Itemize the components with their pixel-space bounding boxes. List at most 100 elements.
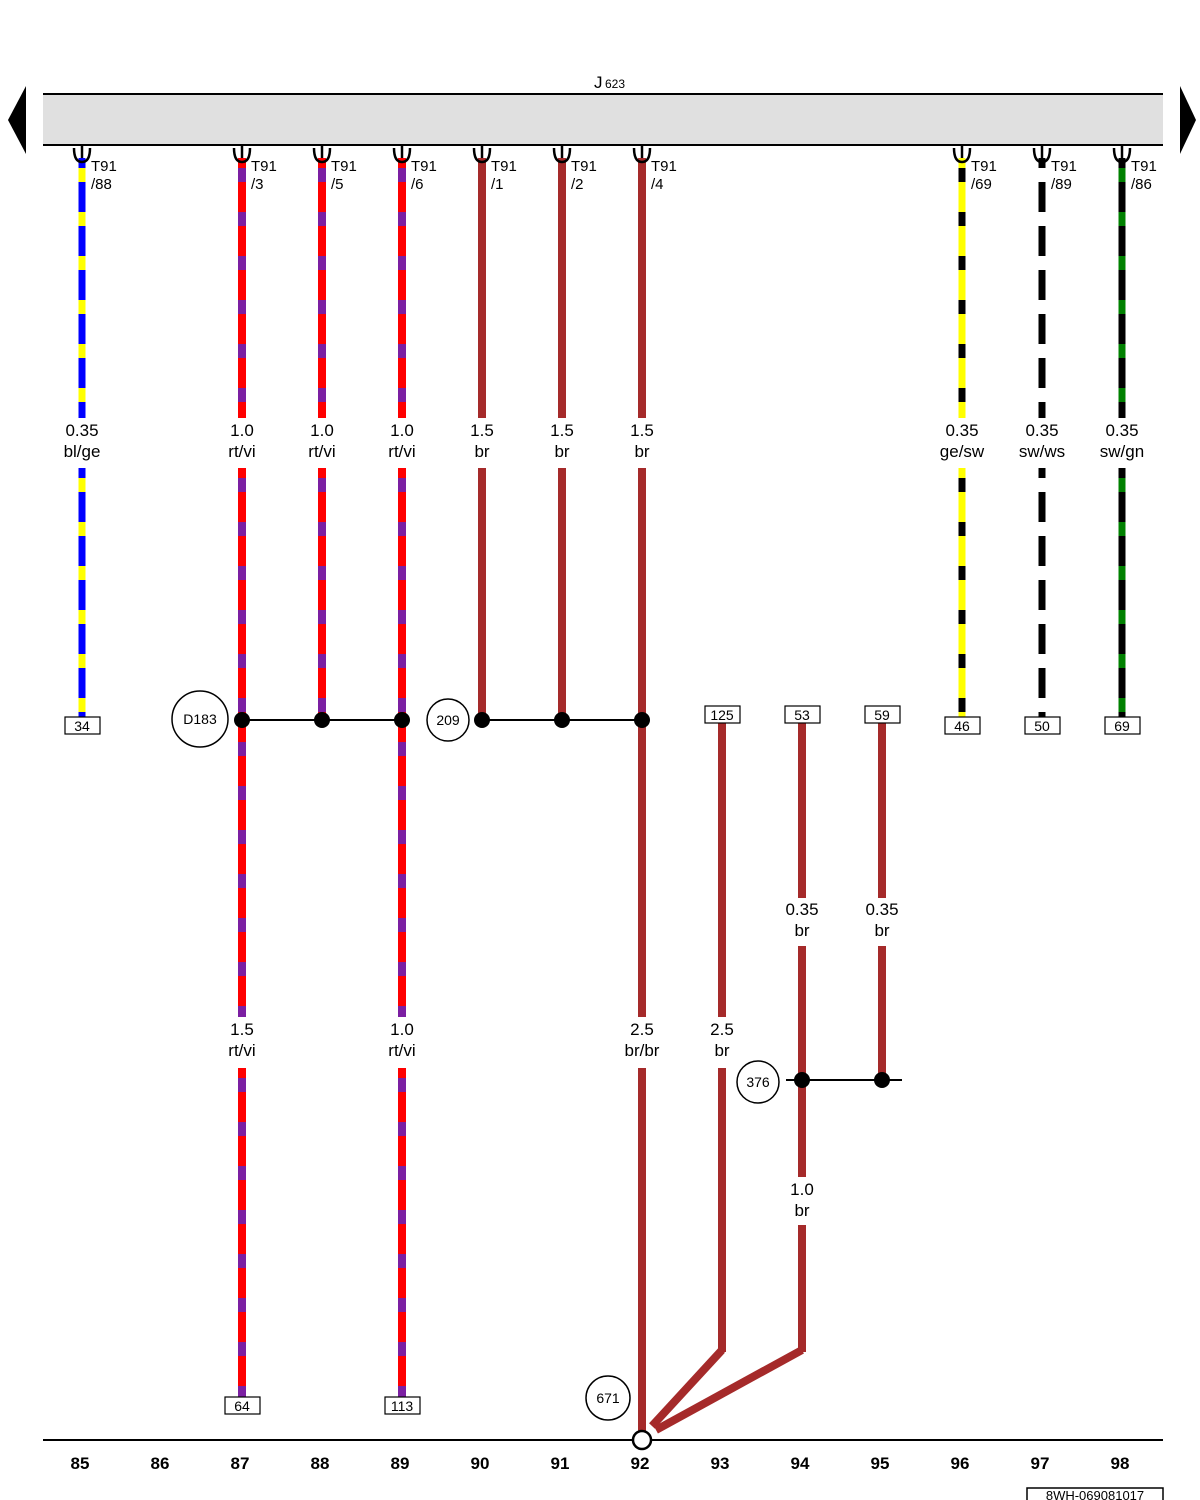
reference-box-69[interactable]: 69 bbox=[1104, 716, 1141, 735]
pin-connector-icon bbox=[1112, 146, 1132, 164]
wire-color-label: rt/vi bbox=[388, 1041, 415, 1060]
wire-size-label: 1.0 bbox=[390, 421, 414, 440]
wire-size-label: 0.35 bbox=[865, 900, 898, 919]
pin-label: T91/89 bbox=[1051, 158, 1077, 193]
splice-d183-label: D183 bbox=[183, 711, 217, 727]
pin-label: T91/3 bbox=[251, 158, 277, 193]
splice-376[interactable]: 376 bbox=[736, 1060, 780, 1104]
reference-box-50[interactable]: 50 bbox=[1024, 716, 1061, 735]
column-number: 89 bbox=[391, 1454, 410, 1473]
column-number: 94 bbox=[791, 1454, 810, 1473]
splice-dot bbox=[314, 712, 330, 728]
wire-size-label: 1.0 bbox=[230, 421, 254, 440]
pin-connector-icon bbox=[472, 146, 492, 164]
column-number: 91 bbox=[551, 1454, 570, 1473]
reference-box-label: 64 bbox=[234, 1398, 250, 1414]
pin-label: T91/6 bbox=[411, 158, 437, 193]
reference-box-label: 53 bbox=[794, 707, 810, 723]
column-number: 88 bbox=[311, 1454, 330, 1473]
wire-labels: 0.35 bl/ge 1.0 rt/vi 1.0 rt/vi 1.0 rt/vi… bbox=[64, 421, 1145, 1220]
wire-color-label: ge/sw bbox=[940, 442, 985, 461]
pin-connector-icon bbox=[952, 146, 972, 164]
wire-size-label: 1.5 bbox=[550, 421, 574, 440]
splice-376-label: 376 bbox=[746, 1074, 770, 1090]
wire-color-label: sw/ws bbox=[1019, 442, 1065, 461]
reference-box-46[interactable]: 46 bbox=[944, 716, 981, 735]
control-unit-subscript: 623 bbox=[605, 77, 625, 91]
ground-point-671[interactable]: 671 bbox=[585, 1375, 631, 1421]
reference-box-113[interactable]: 113 bbox=[384, 1396, 421, 1415]
wire-size-label: 2.5 bbox=[710, 1020, 734, 1039]
previous-page-arrow-icon[interactable] bbox=[8, 86, 26, 154]
wire-size-label: 1.5 bbox=[470, 421, 494, 440]
wire-size-label: 1.5 bbox=[230, 1020, 254, 1039]
column-number: 93 bbox=[711, 1454, 730, 1473]
control-unit-name: J bbox=[594, 73, 603, 92]
pin-label: T91/88 bbox=[91, 158, 117, 193]
control-unit-body bbox=[43, 94, 1163, 145]
wire-color-label: rt/vi bbox=[308, 442, 335, 461]
next-page-arrow-icon[interactable] bbox=[1180, 86, 1196, 154]
pin-connector-icon bbox=[232, 146, 252, 164]
document-id-label: 8WH-069081017 bbox=[1046, 1488, 1144, 1500]
wire-size-label: 0.35 bbox=[1105, 421, 1138, 440]
ground-point-label: 671 bbox=[596, 1390, 620, 1406]
pin-connector-icon bbox=[312, 146, 332, 164]
wire-color-label: br bbox=[474, 442, 489, 461]
wire-size-label: 0.35 bbox=[945, 421, 978, 440]
wire-size-label: 1.0 bbox=[390, 1020, 414, 1039]
pin-connector-icon bbox=[632, 146, 652, 164]
splice-dot bbox=[474, 712, 490, 728]
reference-box-64[interactable]: 64 bbox=[224, 1396, 261, 1415]
reference-box-label: 59 bbox=[874, 707, 890, 723]
pin-label: T91/1 bbox=[491, 158, 517, 193]
wire-color-label: br bbox=[794, 1201, 809, 1220]
wire-color-label: br bbox=[794, 921, 809, 940]
column-number: 95 bbox=[871, 1454, 890, 1473]
wire-size-label: 0.35 bbox=[65, 421, 98, 440]
wire-color-label: br bbox=[874, 921, 889, 940]
wire-color-label: sw/gn bbox=[1100, 442, 1144, 461]
reference-box-53[interactable]: 53 bbox=[784, 705, 821, 724]
column-number: 98 bbox=[1111, 1454, 1130, 1473]
column-number: 92 bbox=[631, 1454, 650, 1473]
wire-size-label: 0.35 bbox=[785, 900, 818, 919]
pin-label: T91/86 bbox=[1131, 158, 1157, 193]
column-numbers: 85 86 87 88 89 90 91 92 93 94 95 96 97 9… bbox=[71, 1454, 1130, 1473]
reference-box-label: 46 bbox=[954, 718, 970, 734]
column-number: 97 bbox=[1031, 1454, 1050, 1473]
splice-dot bbox=[234, 712, 250, 728]
pin-connectors bbox=[72, 146, 1132, 164]
pin-connector-icon bbox=[392, 146, 412, 164]
splice-d183[interactable]: D183 bbox=[171, 690, 229, 748]
splice-209[interactable]: 209 bbox=[426, 698, 470, 742]
pin-label: T91/5 bbox=[331, 158, 357, 193]
splice-dot bbox=[554, 712, 570, 728]
reference-box-59[interactable]: 59 bbox=[864, 705, 901, 724]
splice-points bbox=[234, 712, 890, 1088]
pin-labels: T91/88 T91/3 T91/5 T91/6 T91/1 T91/2 T91… bbox=[91, 158, 1157, 193]
control-unit-j623: J 623 bbox=[43, 73, 1163, 146]
ground-connection-icon bbox=[631, 1429, 653, 1451]
wire-segment bbox=[654, 1346, 804, 1434]
wire-size-label: 1.5 bbox=[630, 421, 654, 440]
pin-connector-icon bbox=[552, 146, 572, 164]
column-number: 86 bbox=[151, 1454, 170, 1473]
column-number: 85 bbox=[71, 1454, 90, 1473]
splice-dot bbox=[394, 712, 410, 728]
wire-color-label: br bbox=[554, 442, 569, 461]
splice-209-label: 209 bbox=[436, 712, 460, 728]
reference-box-label: 69 bbox=[1114, 718, 1130, 734]
splice-dot bbox=[794, 1072, 810, 1088]
column-number: 90 bbox=[471, 1454, 490, 1473]
document-id: 8WH-069081017 bbox=[1026, 1487, 1164, 1500]
reference-box-34[interactable]: 34 bbox=[64, 716, 101, 735]
reference-box-label: 34 bbox=[74, 718, 90, 734]
wire-color-label: rt/vi bbox=[228, 442, 255, 461]
pin-label: T91/2 bbox=[571, 158, 597, 193]
wire-segment bbox=[649, 1347, 725, 1429]
column-number: 96 bbox=[951, 1454, 970, 1473]
reference-box-125[interactable]: 125 bbox=[704, 705, 741, 724]
wire-size-label: 1.0 bbox=[310, 421, 334, 440]
